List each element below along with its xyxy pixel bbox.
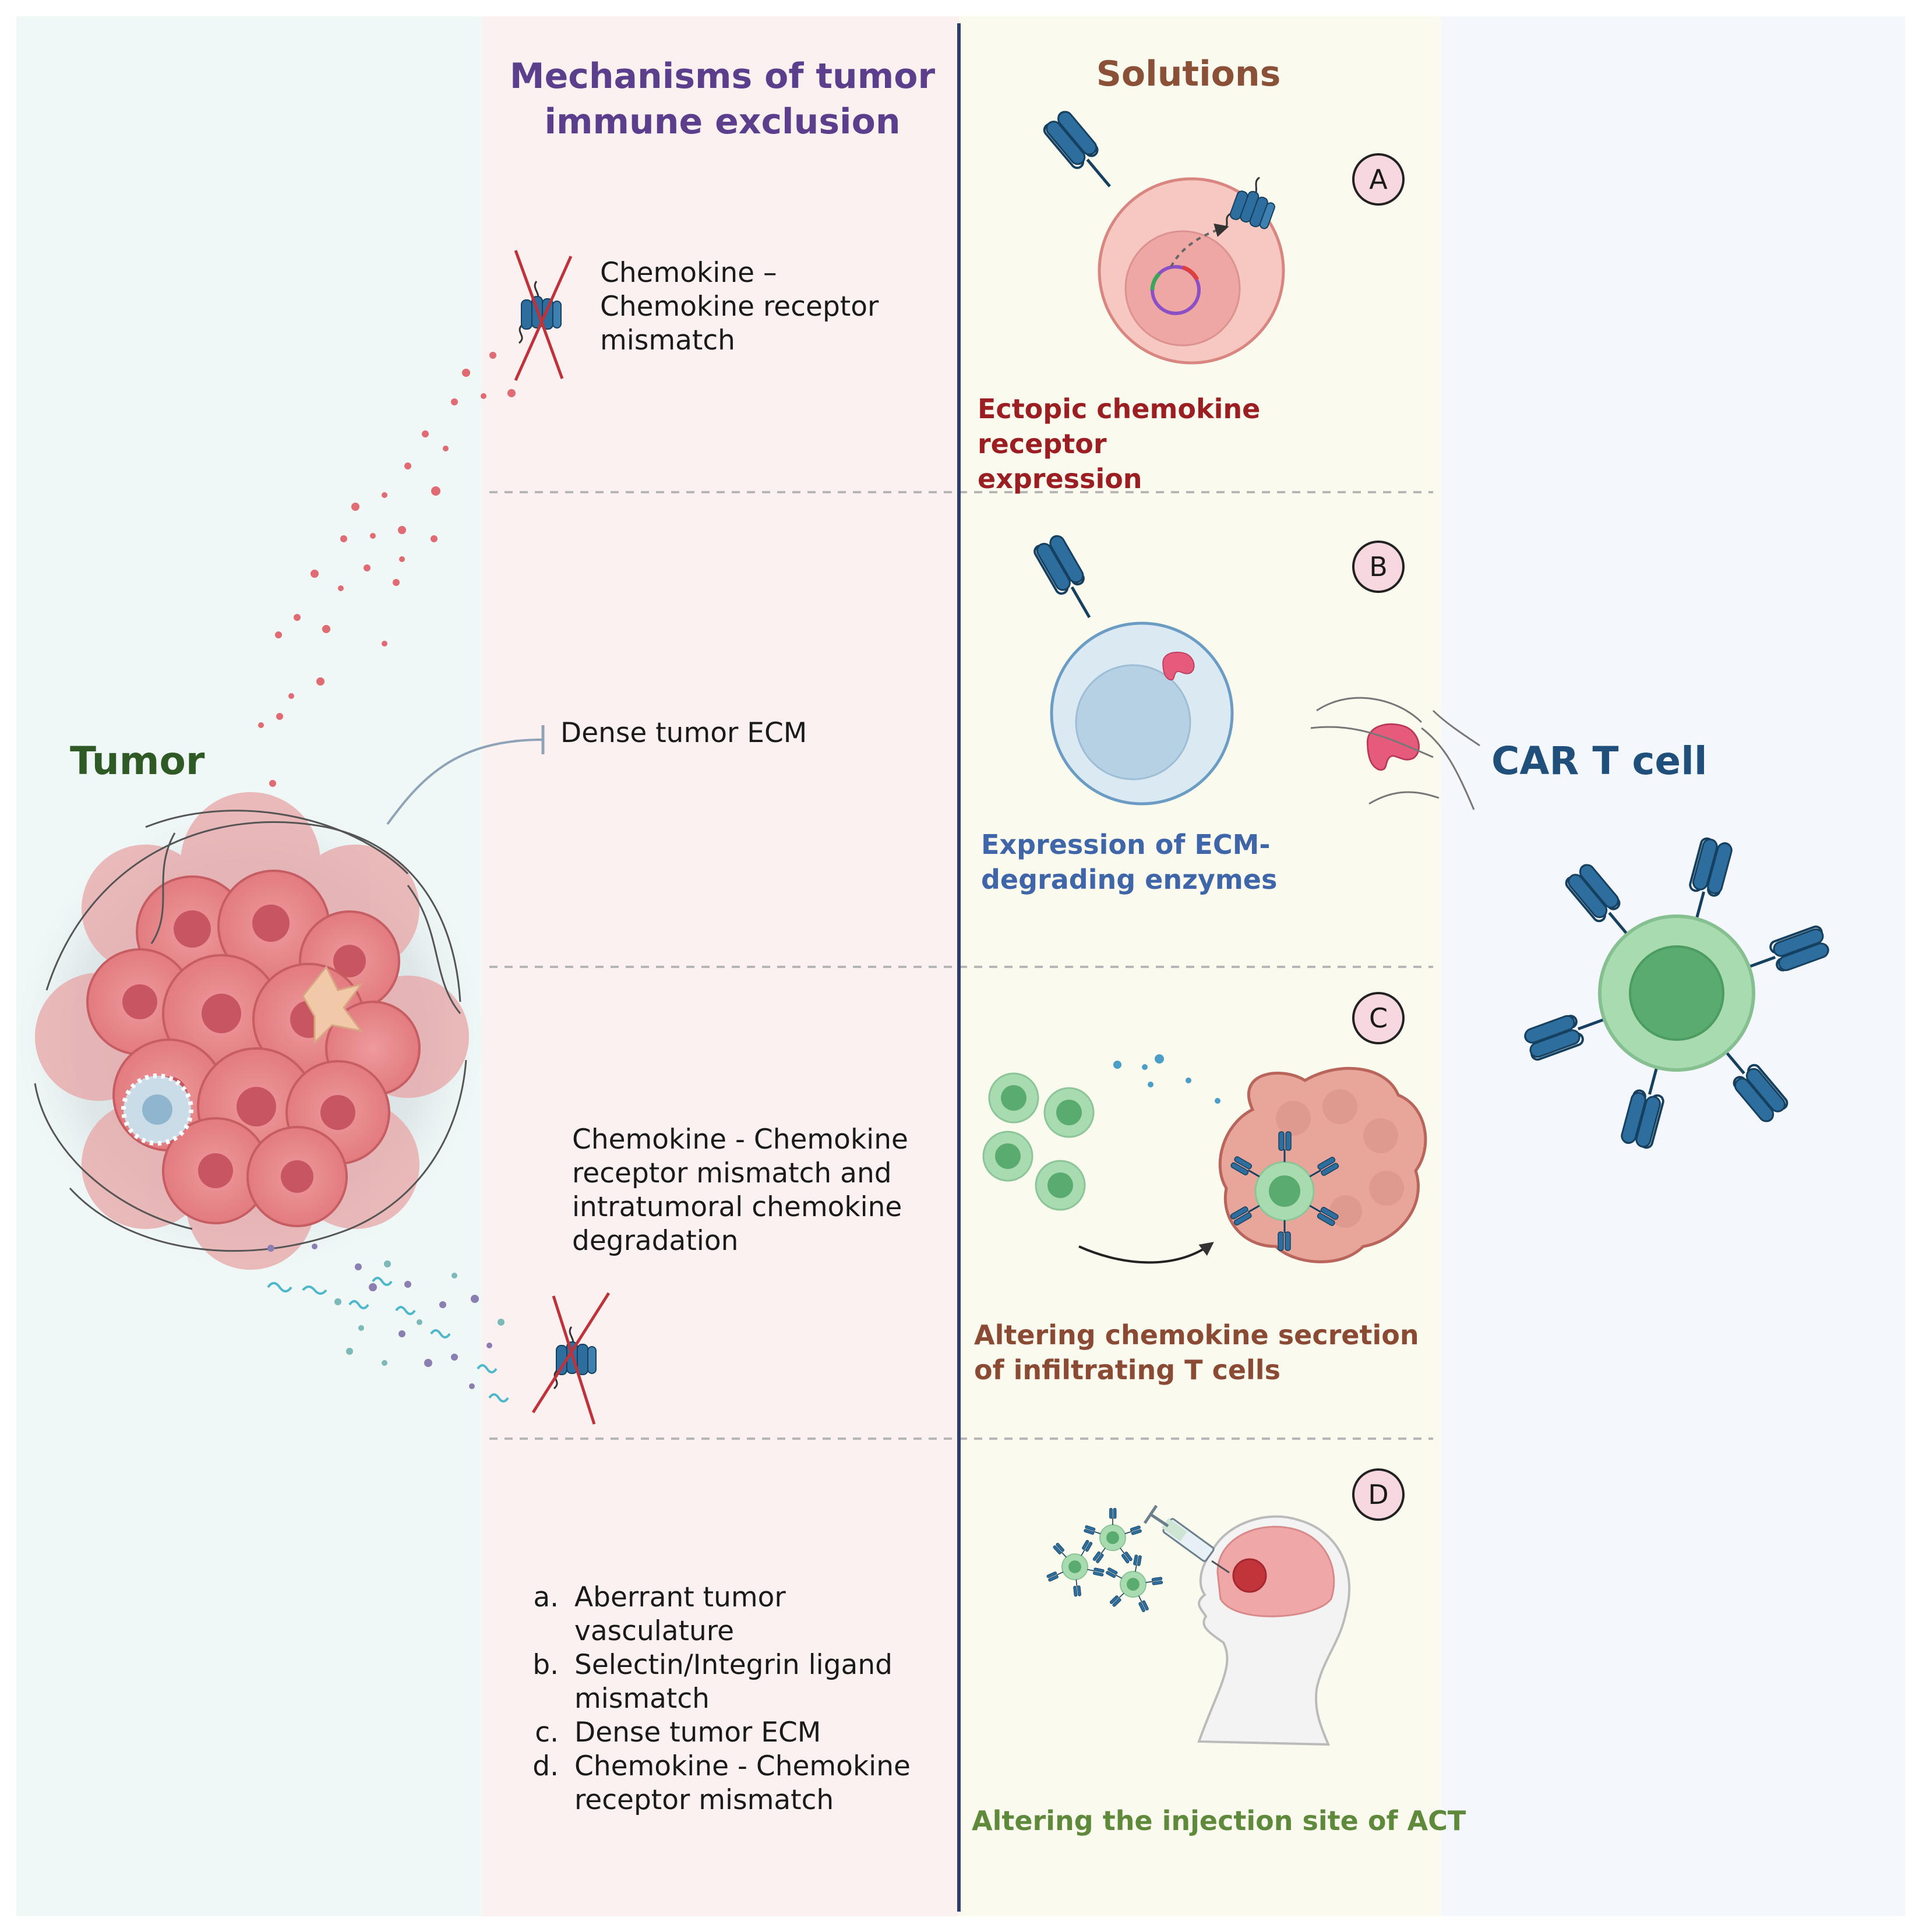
solution-d-illustration [1046, 1504, 1351, 1746]
tumor-mass-icon [17, 792, 484, 1270]
solution-b-letter: B [1369, 551, 1388, 582]
chemokine-receptor-icon [531, 1292, 611, 1425]
solution-b-text: Expression of ECM-degrading enzymes [981, 829, 1278, 895]
syringe-icon [1143, 1504, 1230, 1574]
brain-head-icon [1197, 1515, 1351, 1746]
car-t-small-cluster [1046, 1507, 1163, 1613]
mechanism-chemokine-mismatch: Chemokine – Chemokine receptor mismatch [600, 257, 879, 356]
mechanism-dense-ecm: Dense tumor ECM [560, 717, 807, 749]
tumor-label: Tumor [70, 739, 205, 783]
solution-b-illustration [1032, 534, 1480, 810]
mechanism-list-item: Selectin/Integrin ligand mismatch [567, 1648, 947, 1716]
mechanism-list-item: Dense tumor ECM [567, 1716, 947, 1750]
solutions-heading: Solutions [1096, 54, 1281, 94]
solution-c-letter: C [1368, 1002, 1388, 1034]
mechanisms-heading: Mechanisms of tumor immune exclusion [509, 56, 936, 142]
solution-d-letter: D [1368, 1479, 1389, 1510]
car-t-cell-label: CAR T cell [1491, 739, 1708, 783]
mechanism-list-item: Aberrant tumor vasculature [567, 1581, 947, 1648]
solution-c-illustration [982, 1054, 1427, 1264]
mechanism-list-item: Chemokine - Chemokine receptor mismatch [567, 1750, 947, 1817]
solution-a-text: Ectopic chemokine receptor expression [978, 393, 1261, 495]
solution-a-letter: A [1369, 164, 1388, 195]
chemokine-receptor-icon [514, 250, 573, 382]
solution-b-badge [1352, 541, 1405, 593]
chemokine-dots-lower [267, 1244, 509, 1403]
solution-a-illustration [1042, 109, 1285, 365]
chemokine-dots-upper [258, 352, 516, 787]
solution-c-badge [1352, 992, 1405, 1044]
solution-d-text: Altering the injection site of ACT [972, 1805, 1466, 1836]
car-t-cell-icon [1523, 837, 1830, 1149]
mechanism-list: Aberrant tumor vasculature Selectin/Inte… [528, 1581, 947, 1817]
solution-a-badge [1352, 153, 1405, 206]
solution-c-text: Altering chemokine secretion of infiltra… [974, 1319, 1419, 1386]
mechanism-mismatch-degradation: Chemokine - Chemokine receptor mismatch … [572, 1124, 908, 1257]
solution-d-badge [1352, 1468, 1405, 1521]
